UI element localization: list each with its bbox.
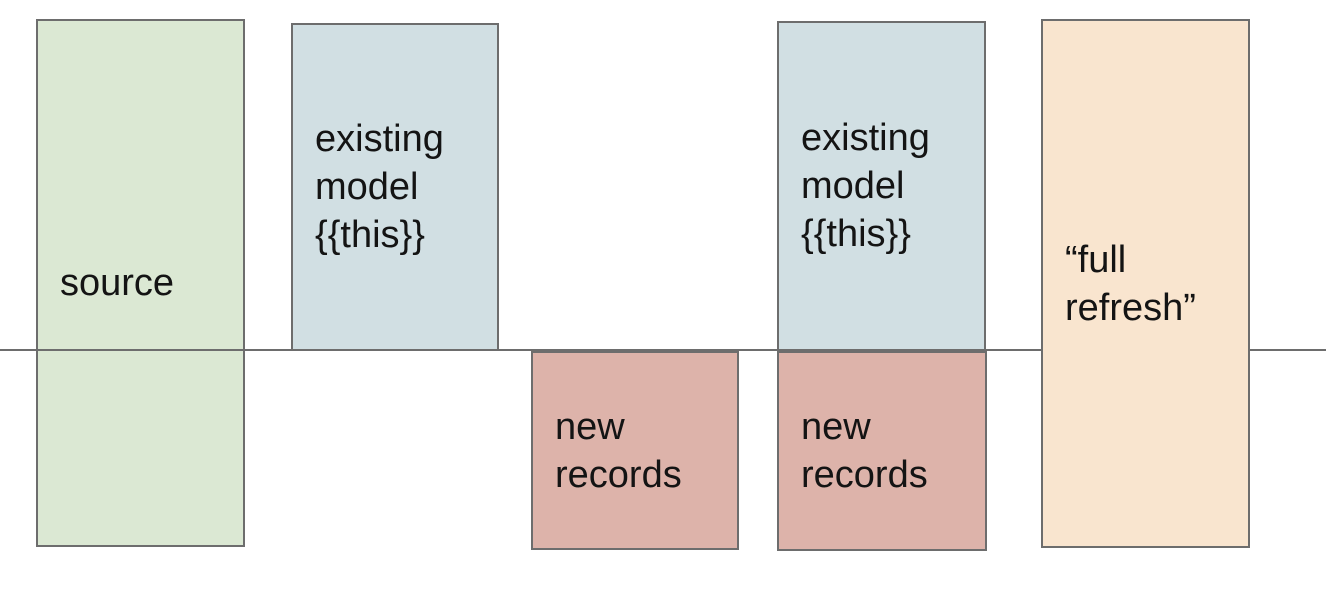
box-new-records-left-label: new records — [555, 405, 682, 496]
box-full-refresh-label: “full refresh” — [1065, 238, 1196, 329]
box-full-refresh: “full refresh” — [1041, 19, 1250, 548]
box-existing-model-left: existing model {{this}} — [291, 23, 499, 351]
box-new-records-right-label: new records — [801, 406, 928, 496]
box-source: source — [36, 19, 245, 547]
box-existing-model-right-label: existing model {{this}} — [801, 117, 930, 255]
box-source-label: source — [60, 262, 175, 304]
box-existing-model-left-label: existing model {{this}} — [315, 118, 444, 256]
box-new-records-right: new records — [777, 351, 987, 551]
box-existing-model-right: existing model {{this}} — [777, 21, 986, 351]
timeline-line — [0, 349, 1326, 351]
box-new-records-left: new records — [531, 351, 739, 550]
